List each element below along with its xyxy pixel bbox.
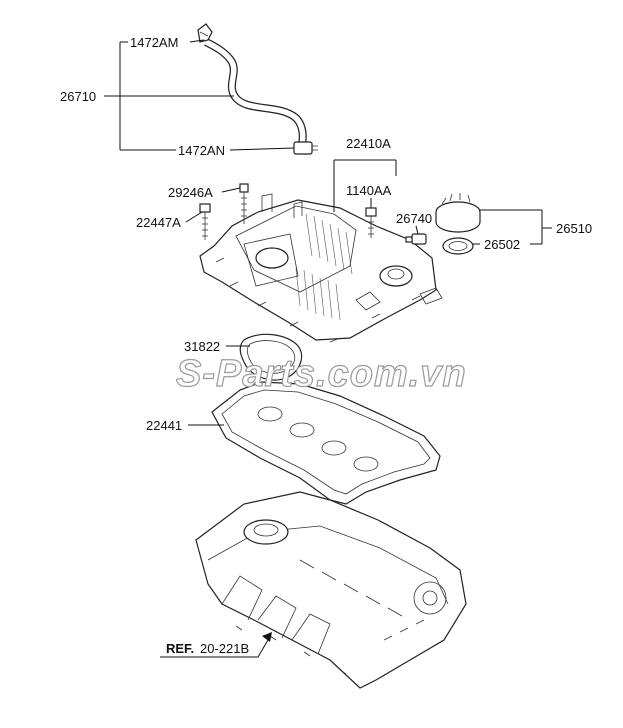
- cylinder-head-cover-22410A: [199, 193, 443, 343]
- label-22410A: 22410A: [346, 136, 391, 151]
- leader-lines: [104, 39, 552, 658]
- label-1140AA: 1140AA: [346, 183, 392, 198]
- label-26740: 26740: [396, 211, 432, 226]
- label-1472AM: 1472AM: [130, 35, 178, 50]
- head-cover-gasket-22441: [211, 381, 441, 505]
- label-29246A: 29246A: [168, 185, 213, 200]
- ref-prefix: REF.: [166, 641, 194, 656]
- breather-hose-26710: [204, 38, 307, 145]
- ref-number: 20-221B: [200, 641, 249, 656]
- sensor-26740: [405, 233, 427, 245]
- watermark-text: S-Parts.com.vn: [176, 353, 467, 395]
- oil-filler-cap-26510: [435, 193, 481, 233]
- hose-clamp-1472AM: [197, 23, 213, 43]
- label-22441: 22441: [146, 418, 182, 433]
- label-22447A: 22447A: [136, 215, 181, 230]
- hose-clamp-1472AN: [293, 141, 318, 155]
- gasket-31822: [239, 333, 303, 381]
- bolt-22447A: [199, 203, 211, 240]
- cylinder-head-reference: [195, 491, 467, 689]
- label-26710: 26710: [60, 89, 96, 104]
- cap-gasket-26502: [442, 237, 474, 255]
- label-31822: 31822: [184, 339, 220, 354]
- label-26510: 26510: [556, 221, 592, 236]
- label-1472AN: 1472AN: [178, 143, 225, 158]
- label-26502: 26502: [484, 237, 520, 252]
- stud-bolt-29246A: [239, 183, 249, 224]
